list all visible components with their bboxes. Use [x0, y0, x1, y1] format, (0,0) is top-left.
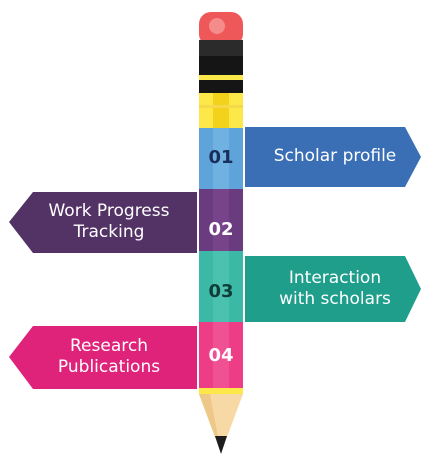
pencil-ferrule — [199, 40, 243, 93]
step-1-number: 01 — [208, 147, 234, 168]
step-2-number: 02 — [208, 219, 234, 240]
pencil-tip — [199, 394, 243, 454]
step-4-arrow — [9, 326, 197, 389]
step-4-label-line-2: Publications — [57, 357, 161, 377]
step-2-segment — [9, 189, 243, 253]
step-3-label-line-2: with scholars — [279, 289, 391, 309]
step-2-arrow — [9, 192, 197, 253]
step-3-label: Interaction with scholars — [250, 268, 420, 310]
step-1-segment — [199, 127, 421, 189]
step-1-label-line: Scholar profile — [273, 146, 397, 166]
step-1-label: Scholar profile — [250, 146, 420, 167]
pencil-body — [199, 93, 243, 128]
step-4-label-line-1: Research — [70, 336, 148, 356]
step-3-label-line-1: Interaction — [288, 268, 382, 288]
step-4-label: Research Publications — [20, 336, 198, 378]
step-1-arrow — [245, 127, 421, 187]
pencil-eraser — [199, 12, 243, 46]
step-2-label-line-1: Work Progress — [48, 201, 170, 221]
step-3-number: 03 — [208, 281, 234, 302]
step-2-label-line-2: Tracking — [73, 222, 145, 242]
step-4-number: 04 — [208, 345, 234, 366]
pencil-lower-band — [199, 388, 243, 394]
step-3-segment — [199, 251, 421, 322]
step-2-label: Work Progress Tracking — [20, 201, 198, 243]
step-4-segment — [9, 322, 243, 390]
step-3-arrow — [245, 256, 421, 322]
